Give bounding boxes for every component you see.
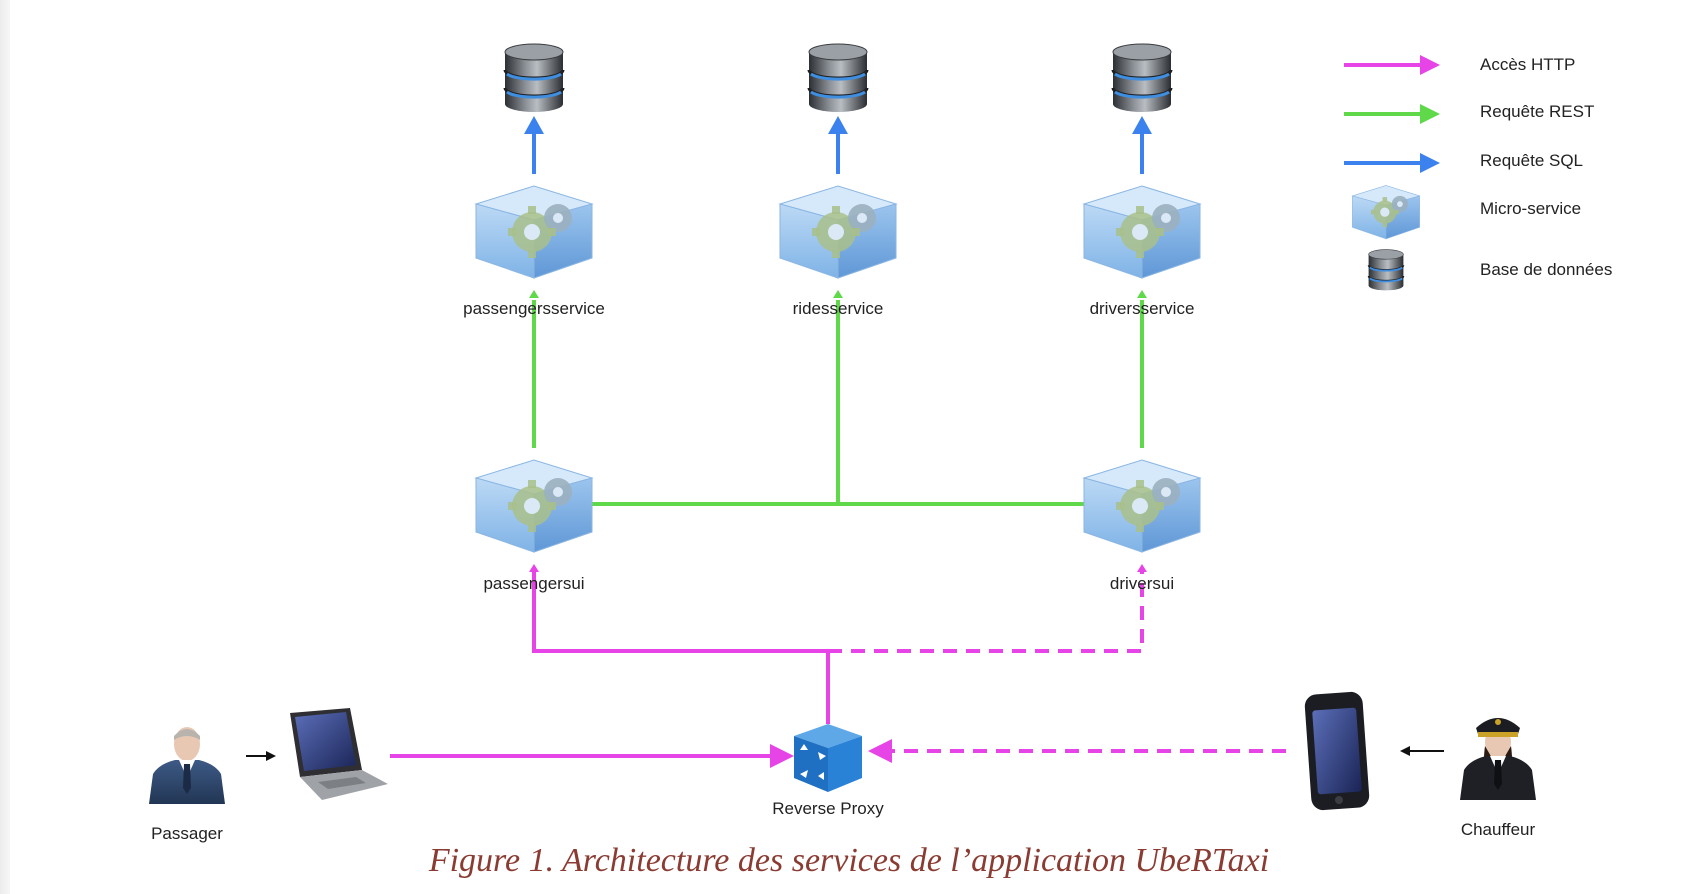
microservice-icon [1083,459,1201,553]
legend-rest-label: Requête REST [1480,102,1594,121]
microservice-icon [1083,185,1201,279]
reverse-proxy-icon [794,724,862,792]
database-icon [1111,42,1173,114]
passenger-icon [149,727,225,804]
microservice-icon [779,185,897,279]
legend-sql-label: Requête SQL [1480,151,1583,170]
legend: Accès HTTP Requête REST Requête SQL Micr… [1344,55,1612,292]
laptop-icon [290,708,388,800]
sql-arrows [524,116,1152,174]
database-icon [807,42,869,114]
figure-caption: Figure 1. Architecture des services de l… [428,842,1270,879]
legend-microservice-label: Micro-service [1480,199,1581,218]
reverse-proxy-label: Reverse Proxy [772,799,884,818]
drivers-ui-label: driversui [1110,574,1174,593]
connectors [246,116,1444,768]
phone-icon [1304,691,1370,811]
passengers-ui-label: passengersui [483,574,584,593]
passenger-label: Passager [151,824,223,843]
database-icon [503,42,565,114]
http-links [390,564,1286,768]
legend-http-arrow [1344,55,1440,75]
rides-service-label: ridesservice [793,299,884,318]
legend-microservice-icon [1352,185,1420,240]
user-arrows [246,746,1444,761]
microservice-icon [475,185,593,279]
page-left-gutter [0,0,10,894]
legend-http-label: Accès HTTP [1480,55,1575,74]
legend-database-icon [1367,248,1405,292]
rest-links [529,290,1147,506]
passengers-service-label: passengersservice [463,299,605,318]
chauffeur-label: Chauffeur [1461,820,1536,839]
chauffeur-icon [1460,718,1536,800]
microservice-icon [475,459,593,553]
legend-rest-arrow [1344,104,1440,124]
drivers-service-label: driversservice [1090,299,1195,318]
legend-database-label: Base de données [1480,260,1612,279]
legend-sql-arrow [1344,153,1440,173]
